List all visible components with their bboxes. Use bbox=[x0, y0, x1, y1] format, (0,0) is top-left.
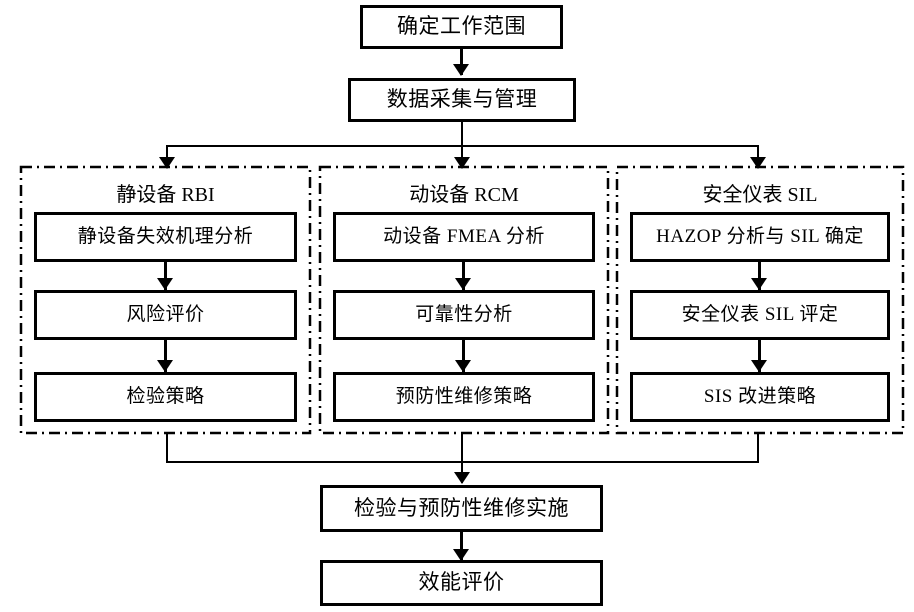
node-sil-step-3-label: SIS 改进策略 bbox=[703, 385, 817, 407]
node-rbi-step-1-label: 静设备失效机理分析 bbox=[77, 225, 254, 247]
connector-rbi-1-2 bbox=[164, 262, 167, 290]
node-rcm-step-3[interactable]: 预防性维修策略 bbox=[333, 372, 595, 422]
arrowhead-implement-to-evaluate bbox=[453, 549, 469, 561]
arrowhead-rbi-1-2 bbox=[157, 278, 173, 290]
node-data[interactable]: 数据采集与管理 bbox=[348, 78, 576, 122]
arrowhead-rcm-2-3 bbox=[455, 360, 471, 372]
arrowhead-scope-to-data bbox=[453, 64, 469, 76]
node-evaluate[interactable]: 效能评价 bbox=[320, 560, 603, 606]
split-branch-middle bbox=[461, 145, 463, 161]
group-title-sil: 安全仪表 SIL bbox=[617, 178, 903, 207]
arrowhead-sil-2-3 bbox=[751, 360, 767, 372]
merge-branch-left bbox=[166, 433, 168, 463]
connector-sil-1-2 bbox=[758, 262, 761, 290]
node-rcm-step-1-label: 动设备 FMEA 分析 bbox=[383, 225, 545, 247]
group-title-rcm: 动设备 RCM bbox=[320, 178, 608, 207]
connector-implement-to-evaluate bbox=[460, 532, 463, 560]
connector-rcm-2-3 bbox=[462, 340, 465, 372]
node-sil-step-1[interactable]: HAZOP 分析与 SIL 确定 bbox=[630, 212, 890, 262]
merge-stem bbox=[461, 433, 463, 483]
connector-sil-2-3 bbox=[758, 340, 761, 372]
split-branch-left bbox=[166, 145, 168, 161]
arrowhead-sil-1-2 bbox=[751, 278, 767, 290]
node-rcm-step-1[interactable]: 动设备 FMEA 分析 bbox=[333, 212, 595, 262]
group-title-sil-text: 安全仪表 SIL bbox=[702, 184, 818, 206]
node-sil-step-2[interactable]: 安全仪表 SIL 评定 bbox=[630, 290, 890, 340]
arrowhead-rbi-2-3 bbox=[157, 360, 173, 372]
arrowhead-to-group-rbi bbox=[159, 157, 175, 169]
arrowhead-to-group-sil bbox=[750, 157, 766, 169]
arrowhead-to-group-rcm bbox=[454, 157, 470, 169]
node-implement[interactable]: 检验与预防性维修实施 bbox=[320, 485, 603, 532]
node-sil-step-1-label: HAZOP 分析与 SIL 确定 bbox=[656, 225, 864, 247]
node-scope[interactable]: 确定工作范围 bbox=[360, 5, 563, 49]
node-implement-label: 检验与预防性维修实施 bbox=[354, 495, 569, 520]
arrowhead-to-implement bbox=[454, 472, 470, 484]
node-evaluate-label: 效能评价 bbox=[418, 570, 505, 595]
merge-branch-right bbox=[757, 433, 759, 463]
node-rcm-step-2-label: 可靠性分析 bbox=[415, 303, 513, 325]
node-data-label: 数据采集与管理 bbox=[386, 87, 538, 112]
arrowhead-rcm-1-2 bbox=[455, 278, 471, 290]
node-sil-step-3[interactable]: SIS 改进策略 bbox=[630, 372, 890, 422]
node-rbi-step-2[interactable]: 风险评价 bbox=[34, 290, 297, 340]
split-stem bbox=[461, 122, 463, 147]
split-branch-right bbox=[757, 145, 759, 161]
node-rbi-step-1[interactable]: 静设备失效机理分析 bbox=[34, 212, 297, 262]
connector-scope-to-data bbox=[460, 49, 463, 75]
node-rcm-step-3-label: 预防性维修策略 bbox=[395, 385, 533, 407]
node-rbi-step-2-label: 风险评价 bbox=[126, 303, 205, 325]
group-title-rbi: 静设备 RBI bbox=[21, 178, 310, 207]
node-sil-step-2-label: 安全仪表 SIL 评定 bbox=[681, 303, 839, 325]
group-title-rcm-text: 动设备 RCM bbox=[409, 184, 519, 206]
node-rcm-step-2[interactable]: 可靠性分析 bbox=[333, 290, 595, 340]
node-rbi-step-3-label: 检验策略 bbox=[126, 385, 205, 407]
group-title-rbi-text: 静设备 RBI bbox=[116, 184, 215, 206]
connector-rcm-1-2 bbox=[462, 262, 465, 290]
node-scope-label: 确定工作范围 bbox=[397, 14, 526, 39]
connector-rbi-2-3 bbox=[164, 340, 167, 372]
node-rbi-step-3[interactable]: 检验策略 bbox=[34, 372, 297, 422]
